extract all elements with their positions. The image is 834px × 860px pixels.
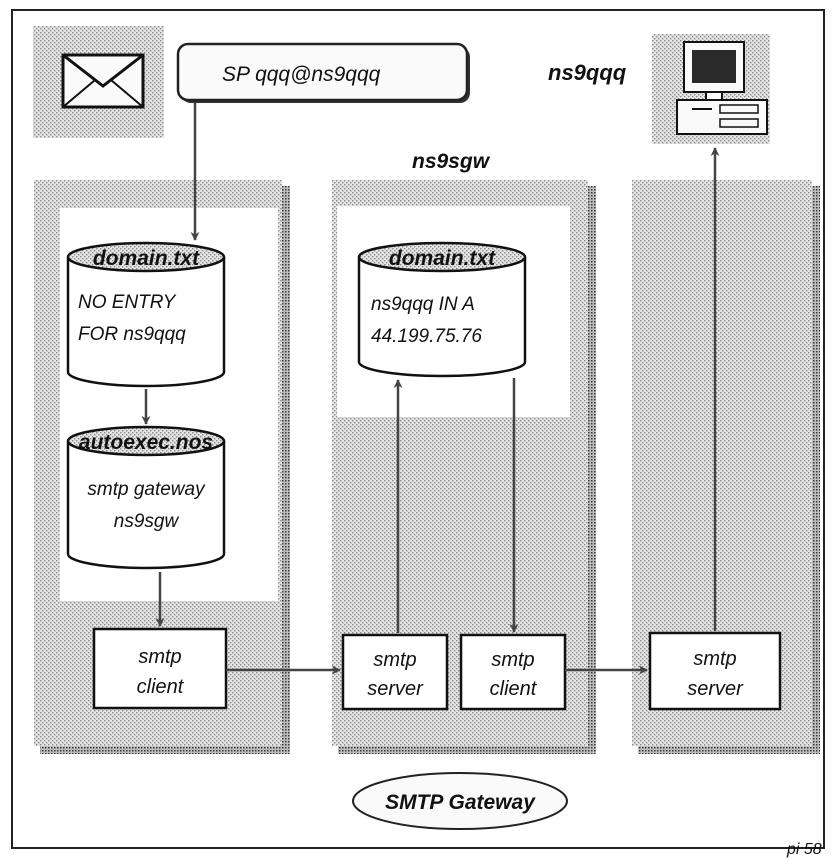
target-smtp-server-box: smtp server — [648, 631, 782, 711]
local-client-line-2: client — [137, 676, 185, 698]
target-server-line-1: smtp — [693, 648, 736, 670]
envelope-tile — [33, 26, 164, 138]
local-domain-line-2: FOR ns9qqq — [78, 324, 186, 345]
local-client-line-1: smtp — [138, 646, 181, 668]
gateway-client-line-2: client — [490, 678, 538, 700]
gateway-domain-title: domain.txt — [389, 247, 496, 270]
autoexec-line-1: smtp gateway — [87, 479, 206, 500]
command-box: SP qqq@ns9qqq — [176, 42, 470, 103]
local-domain-line-1: NO ENTRY — [78, 292, 177, 313]
gateway-server-line-2: server — [367, 678, 424, 700]
command-text: SP qqq@ns9qqq — [222, 63, 381, 86]
gateway-domain-line-1: ns9qqq IN A — [371, 294, 475, 315]
gateway-domain-line-2: 44.199.75.76 — [371, 326, 482, 347]
outer-frame — [11, 9, 825, 849]
gateway-client-line-1: smtp — [491, 649, 534, 671]
autoexec-line-2: ns9sgw — [114, 511, 180, 532]
envelope-icon — [61, 53, 145, 109]
flow-arrows — [141, 103, 720, 675]
autoexec-cylinder: autoexec.nos smtp gateway ns9sgw — [66, 425, 226, 570]
computer-tile — [652, 34, 770, 144]
gateway-smtp-server-box: smtp server — [341, 633, 449, 711]
local-smtp-client-box: smtp client — [92, 627, 228, 710]
caption-ellipse: SMTP Gateway — [352, 772, 568, 830]
target-server-line-2: server — [687, 678, 744, 700]
caption-text: SMTP Gateway — [385, 791, 536, 814]
local-domain-cylinder: domain.txt NO ENTRY FOR ns9qqq — [66, 241, 226, 388]
computer-icon — [676, 41, 768, 135]
local-domain-title: domain.txt — [93, 247, 200, 270]
gateway-smtp-client-box: smtp client — [459, 633, 567, 711]
gateway-domain-cylinder: domain.txt ns9qqq IN A 44.199.75.76 — [357, 241, 527, 378]
gateway-server-line-1: smtp — [373, 649, 416, 671]
gateway-host-label: ns9sgw — [412, 150, 491, 173]
autoexec-title: autoexec.nos — [79, 431, 213, 454]
page-ref: pi 58 — [786, 841, 822, 858]
target-host-label: ns9qqq — [548, 60, 627, 85]
